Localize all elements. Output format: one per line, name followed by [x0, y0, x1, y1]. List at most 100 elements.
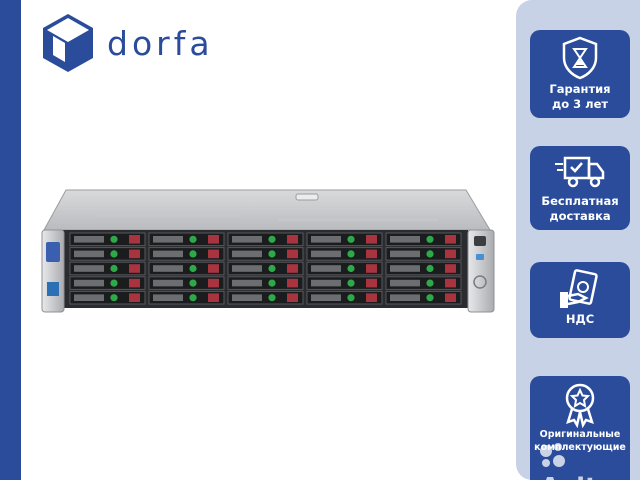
shield-hourglass-icon: [562, 36, 598, 80]
drive-label: [390, 265, 420, 272]
drive-latch[interactable]: [208, 235, 219, 244]
drive-latch[interactable]: [129, 249, 140, 259]
drive-label: [311, 236, 341, 243]
drive-latch[interactable]: [129, 235, 140, 244]
drive-latch[interactable]: [445, 235, 456, 244]
drive-label: [390, 294, 420, 301]
badge-delivery: Бесплатная доставка: [530, 146, 630, 230]
drive-label: [74, 294, 104, 301]
delivery-truck-icon: [555, 156, 605, 188]
drive-latch[interactable]: [208, 249, 219, 259]
drive-latch[interactable]: [208, 264, 219, 273]
badge-original-line1: Оригинальные: [539, 429, 621, 440]
drive-label: [232, 236, 262, 243]
drive-label: [232, 250, 262, 258]
drive-latch[interactable]: [287, 293, 298, 302]
drive-latch[interactable]: [287, 249, 298, 259]
drive-latch[interactable]: [366, 249, 377, 259]
drive-label: [390, 250, 420, 258]
drive-led: [189, 264, 197, 273]
drive-led: [189, 235, 197, 243]
badge-vat-text: НДС: [565, 312, 595, 326]
badge-delivery-line2: доставка: [549, 209, 611, 223]
money-hand-icon: [560, 269, 598, 308]
drive-latch[interactable]: [445, 293, 456, 302]
badge-delivery-line1: Бесплатная: [541, 194, 619, 208]
drive-bays: [69, 232, 462, 305]
avito-dots-icon: [540, 443, 566, 469]
avito-watermark-text: Avito: [540, 473, 616, 503]
drive-led: [268, 294, 276, 302]
drive-label: [74, 236, 104, 243]
drive-latch[interactable]: [129, 264, 140, 273]
drive-label: [74, 279, 104, 287]
drive-latch[interactable]: [445, 264, 456, 273]
drive-led: [347, 235, 355, 243]
drive-led: [347, 294, 355, 302]
avito-watermark: Avito: [540, 443, 640, 503]
drive-label: [232, 279, 262, 287]
drive-latch[interactable]: [366, 293, 377, 302]
drive-label: [311, 294, 341, 301]
badge-warranty-line1: Гарантия: [549, 82, 611, 96]
drive-label: [232, 294, 262, 301]
badge-warranty-text: Гарантия до 3 лет: [530, 82, 630, 112]
badge-warranty: Гарантия до 3 лет: [530, 30, 630, 118]
drive-label: [311, 265, 341, 272]
drive-led: [268, 279, 276, 287]
drive-led: [426, 264, 434, 273]
badge-vat: НДС: [530, 262, 630, 338]
drive-led: [110, 250, 118, 258]
badge-original-line2: комплектующие: [534, 442, 626, 453]
drive-label: [311, 250, 341, 258]
drive-led: [189, 294, 197, 302]
drive-led: [426, 279, 434, 287]
left-accent-bar: [0, 0, 21, 480]
drive-led: [110, 235, 118, 243]
badge-delivery-text: Бесплатная доставка: [530, 194, 630, 224]
drive-led: [189, 250, 197, 258]
drive-label: [232, 265, 262, 272]
drive-label: [311, 279, 341, 287]
drive-label: [153, 294, 183, 301]
drive-latch[interactable]: [287, 278, 298, 288]
drive-led: [347, 279, 355, 287]
drive-led: [426, 294, 434, 302]
drive-latch[interactable]: [129, 278, 140, 288]
brand-logo: dorfa: [41, 12, 261, 80]
drive-latch[interactable]: [129, 293, 140, 302]
badge-warranty-line2: до 3 лет: [551, 97, 609, 111]
drive-led: [268, 235, 276, 243]
drive-label: [153, 279, 183, 287]
drive-latch[interactable]: [287, 264, 298, 273]
drive-led: [110, 264, 118, 273]
drive-latch[interactable]: [366, 278, 377, 288]
drive-label: [153, 265, 183, 272]
drive-led: [347, 264, 355, 273]
drive-led: [268, 250, 276, 258]
drive-led: [426, 250, 434, 258]
drive-led: [347, 250, 355, 258]
drive-label: [153, 236, 183, 243]
brand-name: dorfa: [107, 24, 214, 63]
badge-original-text: Оригинальные комплектующие: [530, 428, 630, 454]
drive-latch[interactable]: [445, 249, 456, 259]
drive-label: [153, 250, 183, 258]
drive-latch[interactable]: [445, 278, 456, 288]
drive-led: [268, 264, 276, 273]
drive-label: [390, 279, 420, 287]
drive-latch[interactable]: [208, 278, 219, 288]
cube-logo-icon: [43, 14, 93, 72]
drive-label: [74, 250, 104, 258]
drive-label: [390, 236, 420, 243]
drive-label: [74, 265, 104, 272]
drive-latch[interactable]: [287, 235, 298, 244]
award-medal-icon: [565, 383, 595, 428]
drive-latch[interactable]: [366, 235, 377, 244]
drive-latch[interactable]: [208, 293, 219, 302]
drive-led: [110, 294, 118, 302]
rack-server-image: [41, 189, 495, 313]
drive-latch[interactable]: [366, 264, 377, 273]
drive-led: [110, 279, 118, 287]
drive-led: [189, 279, 197, 287]
